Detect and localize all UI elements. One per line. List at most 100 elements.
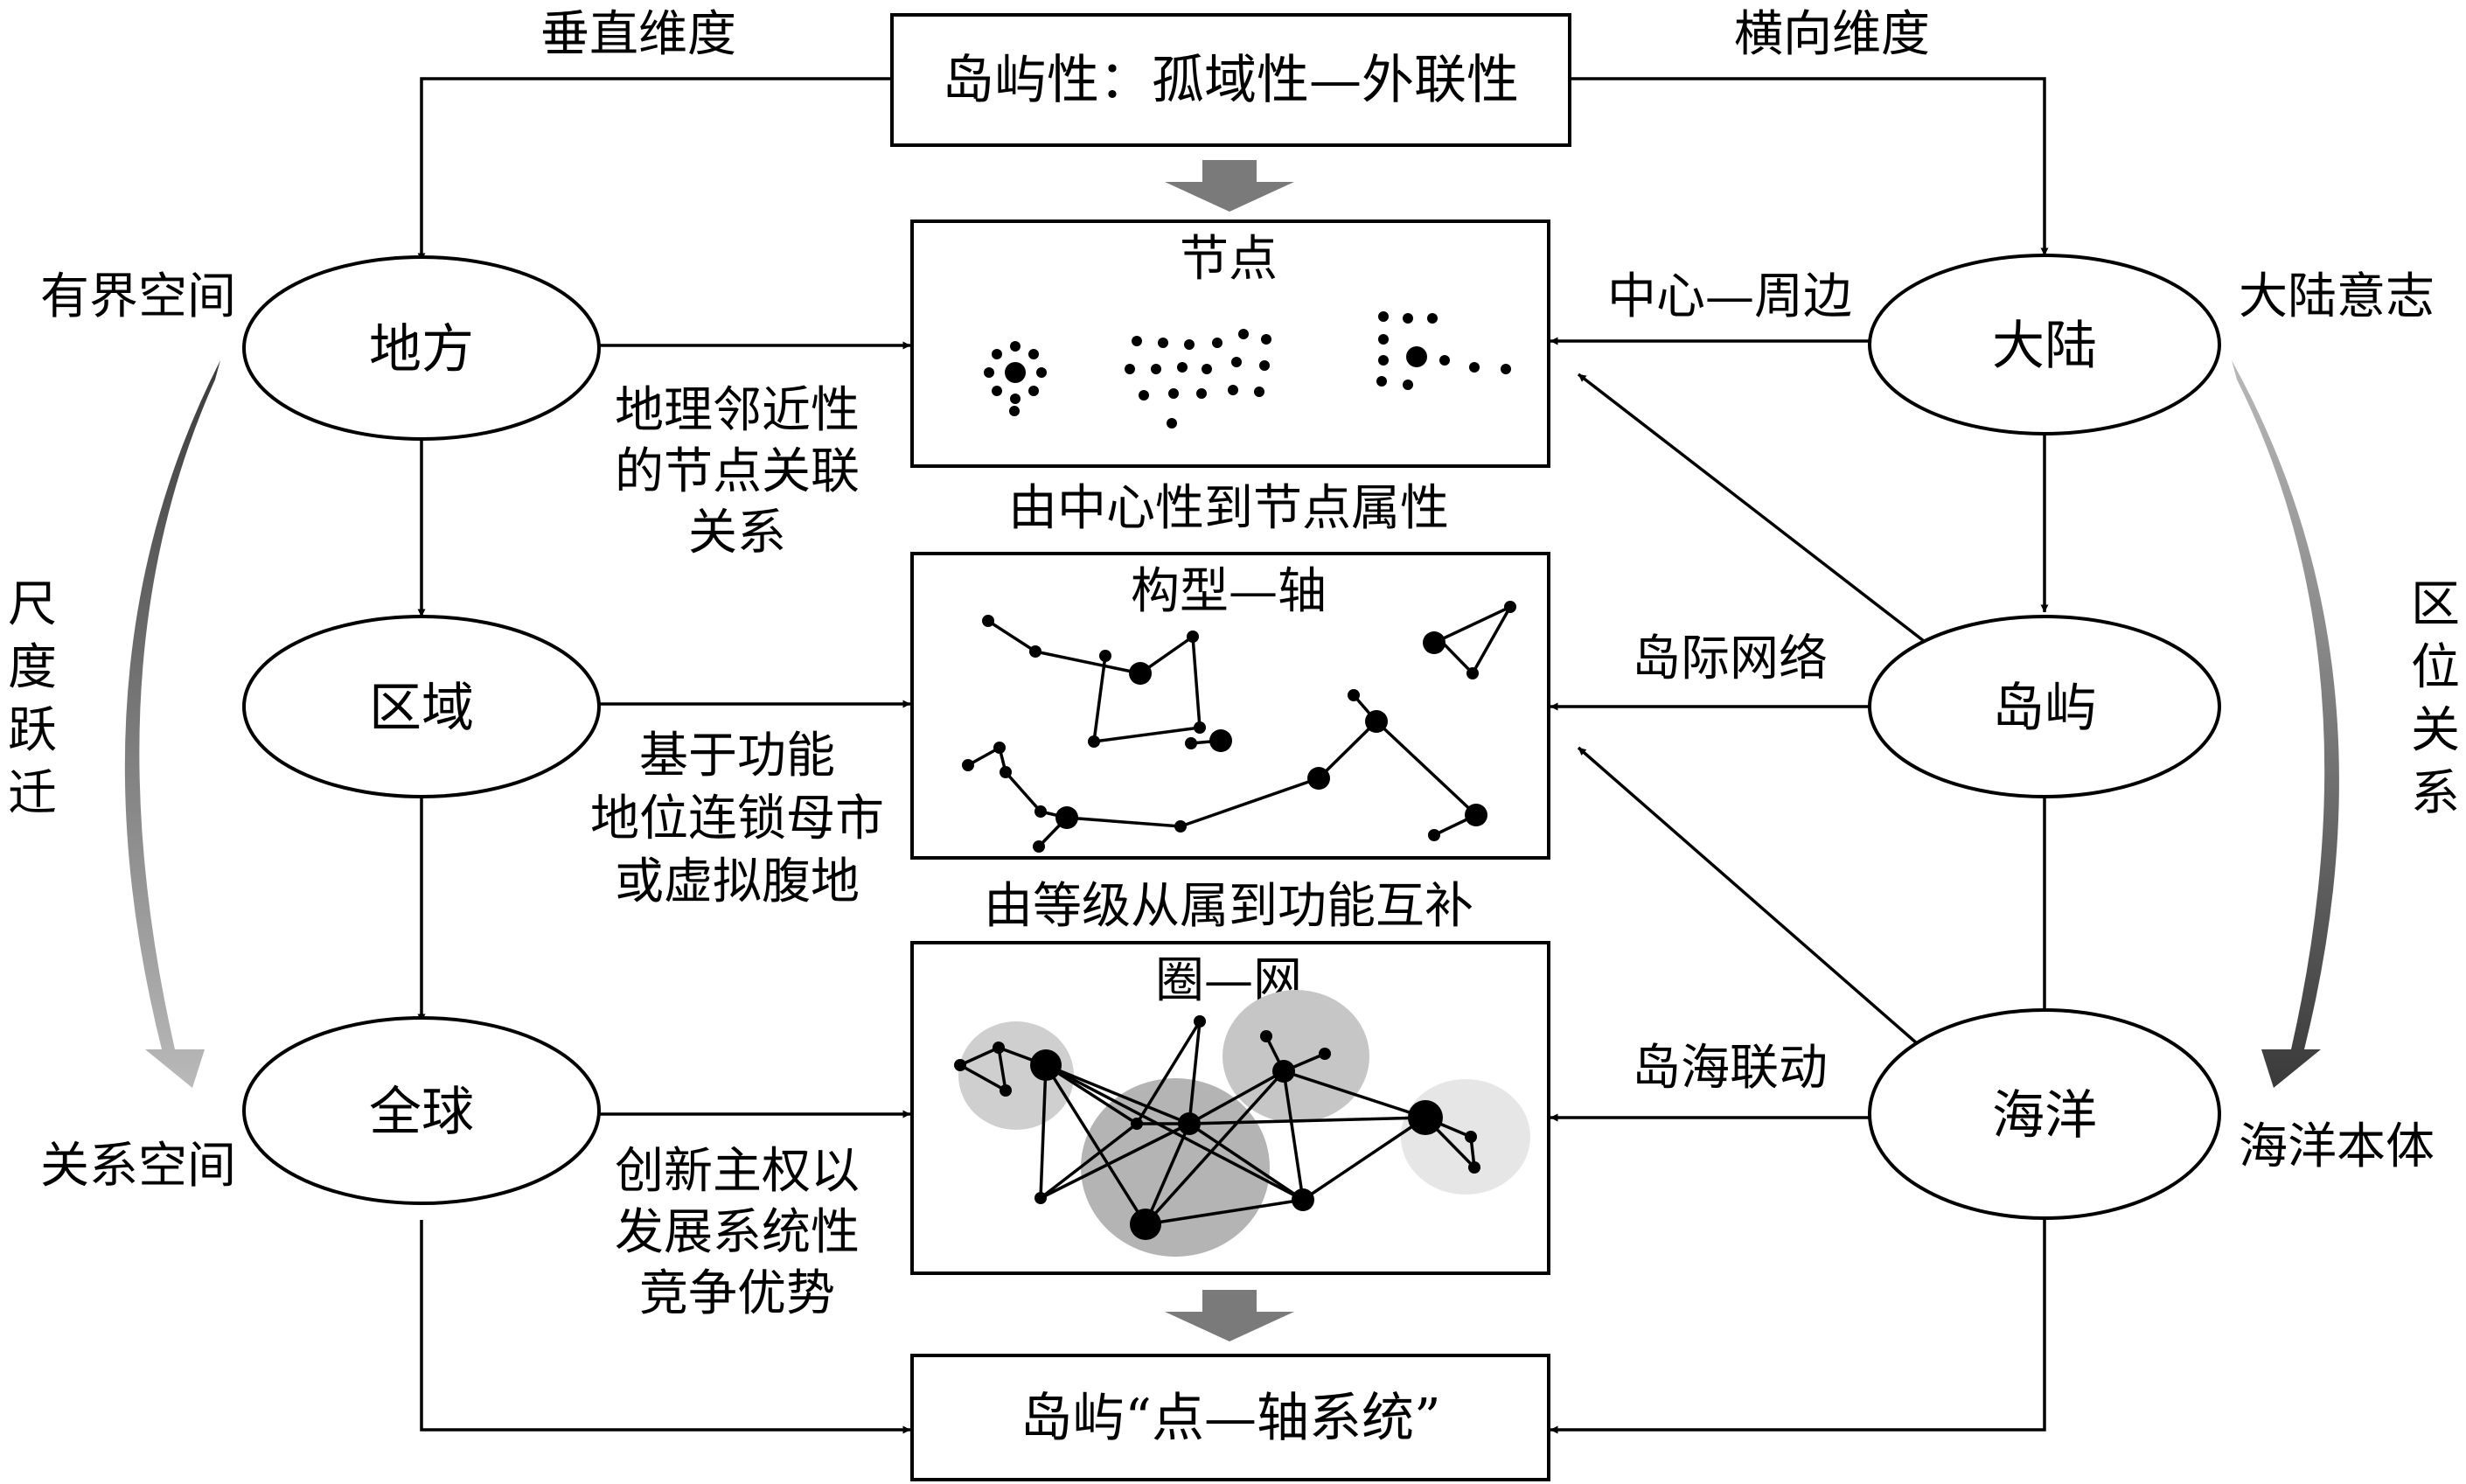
node (1465, 804, 1487, 826)
node (1099, 650, 1111, 662)
mainland-node (1868, 254, 2221, 435)
node (1187, 631, 1199, 643)
node (982, 615, 994, 627)
node (1348, 689, 1360, 701)
node (1029, 645, 1041, 658)
dot (1125, 364, 1135, 374)
dot (1501, 364, 1511, 374)
mainland-will-label: 大陆意志 (2239, 268, 2435, 325)
node (1185, 737, 1197, 749)
scale-leap-label: 尺 度 跃 迁 (8, 576, 57, 822)
nodes-panel-caption: 由中心性到节点属性 (1008, 480, 1449, 537)
dot (1376, 376, 1387, 387)
node (1307, 767, 1330, 790)
island-to-nodes-diagonal-arrow (1577, 373, 1926, 643)
scale-leap-curved-arrow (124, 360, 220, 1088)
axis-panel-network (962, 601, 1516, 853)
dot (1439, 355, 1450, 366)
bottom-title: 岛屿“点—轴系统” (1020, 1388, 1440, 1449)
horizontal-dimension-arrow (1570, 77, 2049, 256)
dot (1028, 349, 1039, 359)
svg-text:跃: 跃 (8, 702, 57, 759)
dot (1378, 334, 1389, 345)
dot (1254, 387, 1264, 397)
node (1034, 805, 1047, 818)
svg-text:尺: 尺 (8, 576, 57, 633)
node (1465, 1131, 1477, 1143)
axis-panel (910, 552, 1550, 860)
svg-text:的节点关联: 的节点关联 (615, 443, 860, 500)
node (1129, 662, 1152, 685)
dot (1427, 313, 1438, 324)
region-label: 区域 (369, 678, 474, 739)
node (1319, 1048, 1331, 1060)
function-chain-annotation: 基于功能 地位连锁母市 或虚拟腹地 (590, 728, 884, 910)
svg-text:地位连锁母市: 地位连锁母市 (590, 791, 884, 847)
node (1000, 1084, 1012, 1097)
dot (1151, 364, 1161, 374)
dot (1403, 380, 1413, 390)
node (993, 742, 1006, 754)
svg-text:基于功能: 基于功能 (639, 728, 835, 784)
dot (1228, 385, 1238, 395)
node (1468, 1161, 1480, 1174)
dot (1010, 394, 1021, 404)
node (962, 759, 974, 771)
place-node (242, 255, 601, 441)
dot (1036, 367, 1047, 378)
node (1000, 766, 1012, 778)
svg-text:关: 关 (2411, 702, 2460, 759)
svg-text:或虚拟腹地: 或虚拟腹地 (615, 853, 860, 910)
node (1194, 1015, 1206, 1028)
dot (1406, 346, 1427, 367)
vertical-dimension-arrow (417, 77, 892, 261)
node (1504, 601, 1516, 613)
nodes-panel-dots (984, 311, 1511, 428)
center-periphery-label: 中心—周边 (1607, 268, 1852, 325)
axis-panel-title: 构型—轴 (1131, 563, 1327, 620)
node (1209, 729, 1232, 752)
dot (1261, 334, 1271, 345)
dot (1168, 388, 1179, 399)
dot (1378, 355, 1389, 366)
node (1178, 1112, 1201, 1135)
dot (1010, 341, 1021, 352)
innovation-annotation: 创新主权以 发展系统性 竞争优势 (615, 1143, 860, 1322)
ocean-label: 海洋 (1992, 1085, 2097, 1146)
dot (1167, 418, 1177, 428)
node (1292, 1188, 1314, 1211)
ocean-to-axis-diagonal-arrow (1577, 746, 1926, 1051)
dot (1005, 362, 1026, 383)
node (1055, 806, 1078, 829)
dot (1132, 336, 1142, 346)
node (1088, 735, 1100, 748)
axis-panel-caption: 由等级从属到功能互补 (984, 878, 1473, 935)
svg-text:位: 位 (2411, 639, 2460, 696)
dot (1158, 338, 1168, 348)
global-to-bottom-arrow (420, 1220, 911, 1434)
node (1130, 1209, 1161, 1240)
node (1030, 1049, 1062, 1081)
dot (1202, 364, 1212, 374)
node (1260, 1030, 1272, 1042)
relational-space-label: 关系空间 (40, 1138, 236, 1195)
node (1365, 710, 1388, 733)
dot (1469, 362, 1480, 373)
dot (1139, 390, 1149, 401)
svg-text:发展系统性: 发展系统性 (615, 1204, 860, 1261)
dot (1009, 406, 1020, 416)
nodes-panel-title: 节点 (1180, 231, 1278, 288)
dot (992, 349, 1002, 359)
ocean-ontology-label: 海洋本体 (2239, 1118, 2435, 1175)
vertical-dimension-label: 垂直维度 (540, 6, 736, 63)
node (1174, 820, 1187, 833)
node (954, 1059, 966, 1071)
dot (1196, 388, 1207, 399)
svg-text:地理邻近性: 地理邻近性 (615, 382, 860, 439)
location-relation-label: 区 位 关 系 (2411, 576, 2460, 822)
dot (1028, 386, 1039, 396)
mainland-label: 大陆 (1992, 316, 2097, 377)
global-node (242, 1016, 601, 1205)
svg-text:系: 系 (2411, 765, 2460, 822)
bounded-space-label: 有界空间 (40, 268, 236, 325)
